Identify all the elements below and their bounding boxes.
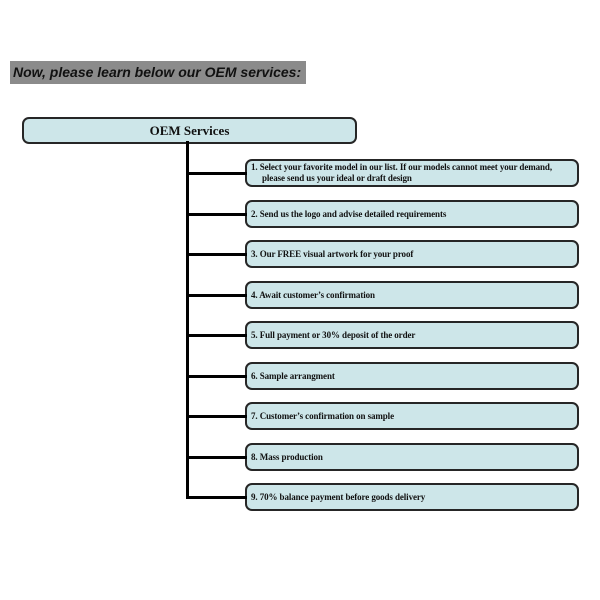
connector-branch-line [186,213,247,216]
step-node: 1. Select your favorite model in our lis… [186,159,579,187]
step-node: 6. Sample arrangment [186,362,579,390]
step-label: 1. Select your favorite model in our lis… [251,162,552,183]
step-node: 7. Customer’s confirmation on sample [186,402,579,430]
connector-branch-line [186,334,247,337]
page-heading: Now, please learn below our OEM services… [10,61,307,84]
step-label: 2. Send us the logo and advise detailed … [251,208,447,219]
root-node-label: OEM Services [149,122,230,138]
step-node: 8. Mass production [186,443,579,471]
connector-branch-line [186,253,247,256]
connector-branch-line [186,496,247,499]
connector-branch-line [186,294,247,297]
step-node: 2. Send us the logo and advise detailed … [186,200,579,228]
connector-branch-line [186,456,247,459]
step-node: 3. Our FREE visual artwork for your proo… [186,240,579,268]
connector-branch-line [186,172,247,175]
step-label: 8. Mass production [251,451,323,462]
connector-trunk-line [186,141,189,497]
step-node: 5. Full payment or 30% deposit of the or… [186,321,579,349]
step-label: 4. Await customer’s confirmation [251,289,375,300]
step-node: 9. 70% balance payment before goods deli… [186,483,579,511]
root-node: OEM Services [22,117,357,144]
step-label: 6. Sample arrangment [251,370,335,381]
step-label: 5. Full payment or 30% deposit of the or… [251,329,416,340]
connector-branch-line [186,375,247,378]
step-node: 4. Await customer’s confirmation [186,281,579,309]
connector-branch-line [186,415,247,418]
step-label: 9. 70% balance payment before goods deli… [251,491,426,502]
step-label: 3. Our FREE visual artwork for your proo… [251,248,414,259]
step-label: 7. Customer’s confirmation on sample [251,410,394,421]
